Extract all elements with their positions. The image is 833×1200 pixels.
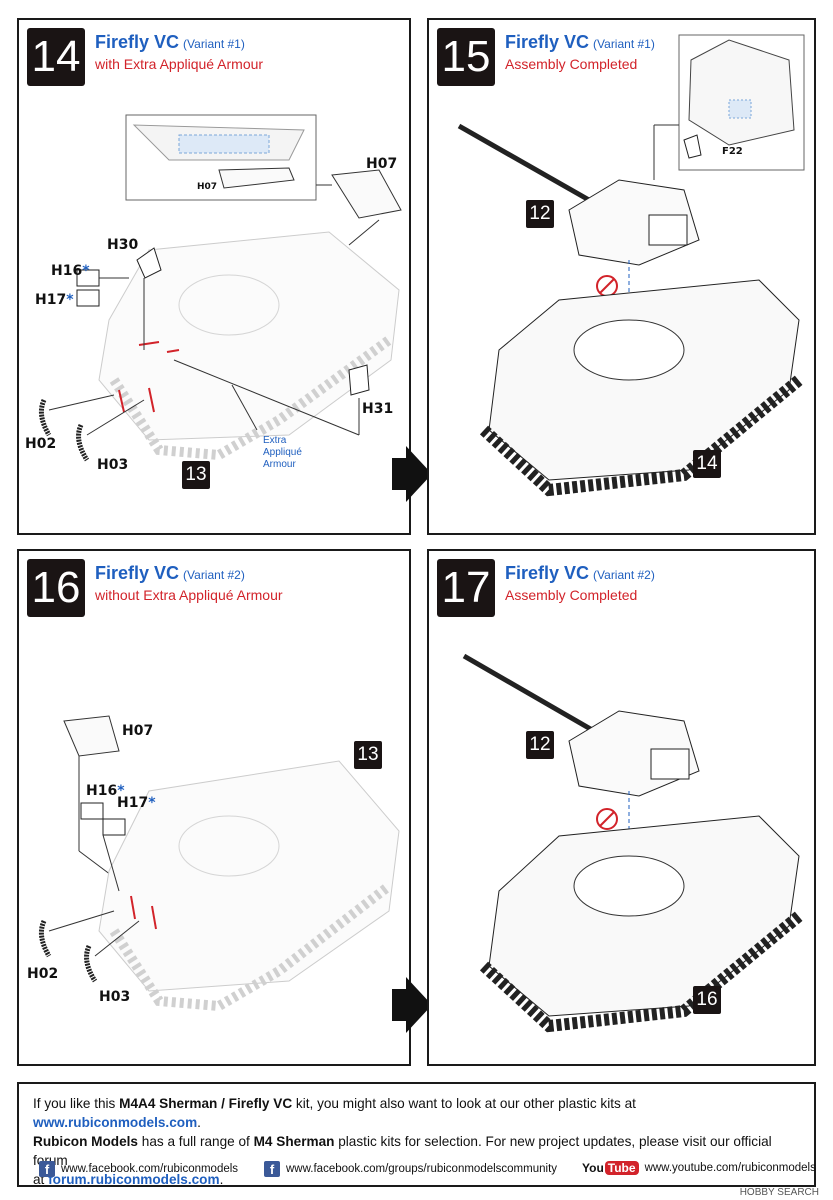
next-step-arrow — [392, 977, 432, 1033]
h17-text: H17 — [117, 795, 149, 811]
star-mark: * — [117, 783, 125, 799]
turret-badge: 12 — [526, 200, 554, 228]
part-label-h17: H17* — [117, 795, 156, 811]
hull-badge: 16 — [693, 986, 721, 1014]
text-span: . — [219, 1172, 224, 1187]
part-label-h17: H17* — [35, 292, 74, 308]
variant-label: (Variant #1) — [183, 37, 245, 51]
text-span: . — [197, 1115, 201, 1130]
step-subtitle: without Extra Appliqué Armour — [95, 587, 283, 603]
assembly-drawing — [462, 653, 803, 1033]
step-subtitle: with Extra Appliqué Armour — [95, 56, 264, 72]
footer-line-3: at forum.rubiconmodels.com. — [33, 1170, 803, 1189]
facebook-group-link[interactable]: f www.facebook.com/groups/rubiconmodelsc… — [264, 1161, 557, 1177]
extra-armour-note: Extra Appliqué Armour — [263, 435, 302, 471]
facebook-link[interactable]: f www.facebook.com/rubiconmodels — [39, 1161, 238, 1177]
kit-name: M4A4 Sherman / Firefly VC — [119, 1096, 293, 1111]
reference-badge: 13 — [182, 461, 210, 489]
h16-text: H16 — [86, 783, 118, 799]
footer-box: If you like this M4A4 Sherman / Firefly … — [17, 1082, 816, 1187]
step-panel-17: 17 Firefly VC(Variant #2) Assembly Compl… — [427, 549, 816, 1066]
note-line: Extra — [263, 435, 287, 446]
part-label-f22: F22 — [722, 146, 743, 157]
title-text: Firefly VC — [505, 563, 590, 583]
variant-label: (Variant #2) — [593, 568, 655, 582]
website-link[interactable]: www.rubiconmodels.com — [33, 1115, 198, 1130]
star-mark: * — [66, 292, 74, 308]
star-mark: * — [82, 263, 90, 279]
note-line: Appliqué — [263, 447, 302, 458]
part-label-h02: H02 — [27, 966, 59, 982]
watermark: HOBBY SEARCH — [739, 1187, 819, 1198]
assembly-drawing — [38, 114, 402, 462]
step-title: Firefly VC(Variant #2) — [95, 563, 245, 584]
part-label-h07: H07 — [197, 182, 218, 192]
step-number: 16 — [27, 559, 85, 617]
title-text: Firefly VC — [95, 563, 180, 583]
step-subtitle: Assembly Completed — [505, 56, 638, 72]
step-title: Firefly VC(Variant #2) — [505, 563, 655, 584]
part-label-h02: H02 — [25, 436, 57, 452]
facebook-icon: f — [264, 1161, 280, 1177]
youtube-tube: Tube — [604, 1161, 639, 1175]
text-span: plastic kits for selection. For new proj… — [33, 1134, 772, 1168]
title-text: Firefly VC — [95, 32, 180, 52]
h16-text: H16 — [51, 263, 83, 279]
part-label-h30: H30 — [107, 237, 139, 253]
variant-label: (Variant #1) — [593, 37, 655, 51]
assembly-drawing — [38, 715, 400, 1012]
facebook-group-url: www.facebook.com/groups/rubiconmodelscom… — [286, 1163, 558, 1175]
h17-text: H17 — [35, 292, 67, 308]
step-title: Firefly VC(Variant #1) — [505, 32, 655, 53]
part-label-h16: H16* — [51, 263, 90, 279]
step-number: 15 — [437, 28, 495, 86]
step-panel-16: 16 Firefly VC(Variant #2) without Extra … — [17, 549, 411, 1066]
step-number: 14 — [27, 28, 85, 86]
brand-name: Rubicon Models — [33, 1134, 138, 1149]
forum-link[interactable]: forum.rubiconmodels.com — [48, 1172, 220, 1187]
youtube-you: You — [582, 1161, 604, 1175]
step-number: 17 — [437, 559, 495, 617]
part-label-h07: H07 — [366, 156, 398, 172]
facebook-url: www.facebook.com/rubiconmodels — [61, 1163, 239, 1175]
turret-badge: 12 — [526, 731, 554, 759]
kit-name: M4 Sherman — [253, 1134, 335, 1149]
youtube-url: www.youtube.com/rubiconmodels — [644, 1162, 816, 1174]
reference-badge: 13 — [354, 741, 382, 769]
note-line: Armour — [263, 459, 296, 470]
title-text: Firefly VC — [505, 32, 590, 52]
part-label-h03: H03 — [99, 989, 131, 1005]
footer-line-1: If you like this M4A4 Sherman / Firefly … — [33, 1094, 803, 1132]
assembly-drawing — [457, 34, 805, 497]
next-step-arrow — [392, 446, 432, 502]
step-panel-14: 14 Firefly VC(Variant #1) with Extra App… — [17, 18, 411, 535]
hull-badge: 14 — [693, 450, 721, 478]
step-title: Firefly VC(Variant #1) — [95, 32, 245, 53]
variant-label: (Variant #2) — [183, 568, 245, 582]
part-label-h03: H03 — [97, 457, 129, 473]
step-panel-15: 15 Firefly VC(Variant #1) Assembly Compl… — [427, 18, 816, 535]
text-span: has a full range of — [137, 1134, 254, 1149]
part-label-h16: H16* — [86, 783, 125, 799]
part-label-h31: H31 — [362, 401, 394, 417]
text-span: kit, you might also want to look at our … — [292, 1096, 636, 1111]
footer-line-2: Rubicon Models has a full range of M4 Sh… — [33, 1132, 803, 1170]
text-span: If you like this — [33, 1096, 120, 1111]
facebook-icon: f — [39, 1161, 55, 1177]
text-span: at — [33, 1172, 49, 1187]
footer-text: If you like this M4A4 Sherman / Firefly … — [33, 1094, 803, 1189]
star-mark: * — [148, 795, 156, 811]
part-label-h07: H07 — [122, 723, 154, 739]
step-subtitle: Assembly Completed — [505, 587, 638, 603]
